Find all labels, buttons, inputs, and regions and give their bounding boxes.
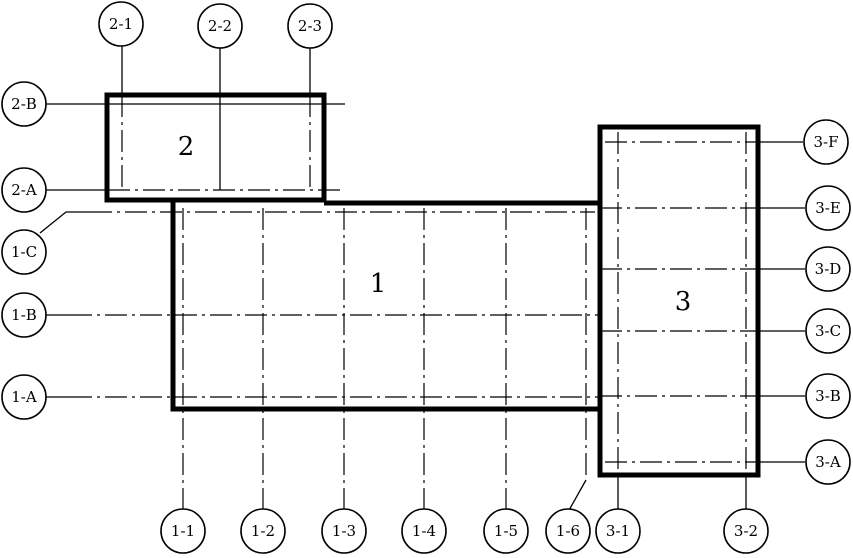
zone-3-axis-lines [600, 132, 805, 512]
axis-line-1-C-lead [39, 211, 90, 234]
axis-bubble-3-E: 3-E [805, 185, 851, 231]
axis-label-3-2: 3-2 [734, 522, 758, 540]
axis-bubble-1-B: 1-B [1, 292, 47, 338]
axis-label-3-B: 3-B [815, 387, 841, 405]
axis-bubble-3-C: 3-C [805, 308, 851, 354]
axis-bubble-3-D: 3-D [805, 246, 851, 292]
axis-label-3-C: 3-C [815, 322, 841, 340]
zone-2-label: 2 [178, 132, 195, 162]
axis-label-3-1: 3-1 [606, 522, 630, 540]
zone-1-outline [170, 200, 600, 412]
axis-label-1-6: 1-6 [556, 522, 580, 540]
axis-bubble-3-A: 3-A [805, 439, 851, 485]
axis-label-3-E: 3-E [815, 199, 841, 217]
axis-bubble-1-A: 1-A [1, 374, 47, 420]
axis-label-2-2: 2-2 [208, 17, 232, 35]
axis-bubble-2-2: 2-2 [197, 3, 243, 49]
axis-label-3-A: 3-A [815, 453, 841, 471]
axis-bubble-3-B: 3-B [805, 373, 851, 419]
axis-bubble-1-5: 1-5 [483, 508, 529, 554]
axis-label-2-3: 2-3 [298, 17, 322, 35]
axis-label-1-5: 1-5 [494, 522, 518, 540]
axis-bubble-2-A: 2-A [1, 167, 47, 213]
axis-label-2-1: 2-1 [109, 15, 133, 33]
axis-label-1-B: 1-B [11, 306, 37, 324]
axis-line-1-6-lead [567, 479, 587, 513]
axis-label-1-A: 1-A [11, 388, 37, 406]
axis-label-1-C: 1-C [11, 243, 37, 261]
axis-bubble-2-B: 2-B [1, 81, 47, 127]
axis-bubble-2-1: 2-1 [98, 1, 144, 47]
zone-3-outline [597, 124, 761, 478]
zone-2-outline [104, 92, 327, 203]
axis-bubble-1-6: 1-6 [545, 508, 591, 554]
zone-2-axis-lines [46, 45, 345, 192]
axis-bubble-3-F: 3-F [803, 119, 849, 165]
axis-label-3-F: 3-F [813, 133, 838, 151]
zone-1-label: 1 [370, 269, 387, 299]
axis-bubble-1-4: 1-4 [401, 508, 447, 554]
axis-label-1-2: 1-2 [251, 522, 275, 540]
axis-bubble-3-2: 3-2 [723, 508, 769, 554]
axis-label-1-1: 1-1 [171, 522, 195, 540]
axis-bubble-1-C: 1-C [1, 229, 47, 275]
zone-1-axis-lines [39, 208, 598, 513]
axis-bubble-1-2: 1-2 [240, 508, 286, 554]
axis-bubble-1-1: 1-1 [160, 508, 206, 554]
axis-bubble-1-3: 1-3 [321, 508, 367, 554]
axis-label-2-B: 2-B [11, 95, 37, 113]
axis-label-2-A: 2-A [11, 181, 37, 199]
axis-bubble-2-3: 2-3 [287, 3, 333, 49]
axis-bubble-3-1: 3-1 [595, 508, 641, 554]
axis-label-3-D: 3-D [815, 260, 842, 278]
axis-label-1-4: 1-4 [412, 522, 436, 540]
axis-label-1-3: 1-3 [332, 522, 356, 540]
zone-3-label: 3 [675, 287, 692, 317]
